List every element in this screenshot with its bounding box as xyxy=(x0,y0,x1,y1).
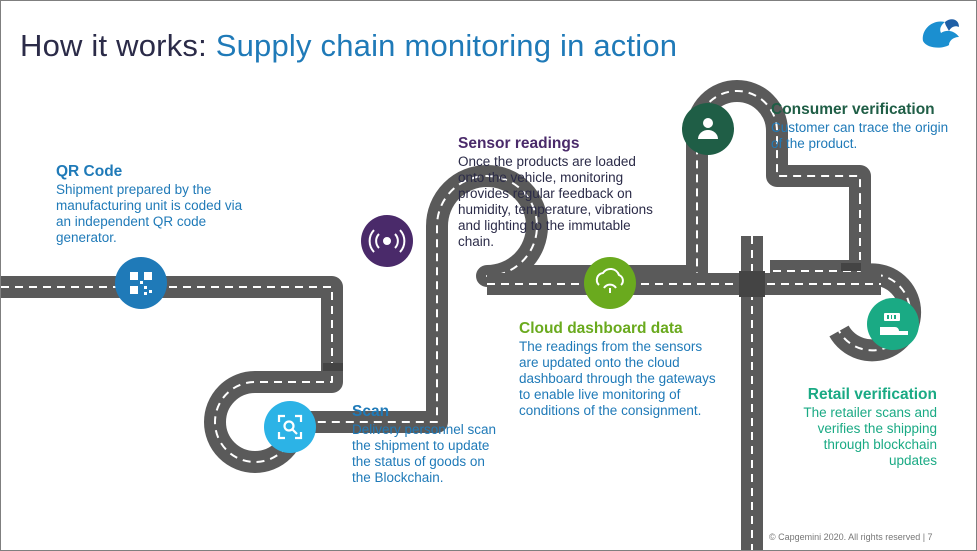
step-scan-title: Scan xyxy=(352,403,390,420)
step-sensor-readings: Sensor readings Once the products are lo… xyxy=(458,134,658,250)
title-prefix: How it works: xyxy=(20,28,216,63)
footer-copyright: © Capgemini 2020. All rights reserved | … xyxy=(769,532,933,542)
qr-code-icon xyxy=(130,272,152,295)
step-scan: Scan Delivery personnel scan the shipmen… xyxy=(352,402,502,486)
capgemini-logo-icon xyxy=(922,19,959,48)
qr-code-node xyxy=(115,257,167,309)
scan-icon xyxy=(277,414,303,440)
step-sensor-readings-title: Sensor readings xyxy=(458,135,580,152)
step-qr-code: QR Code Shipment prepared by the manufac… xyxy=(56,162,246,246)
step-cloud-dashboard-title: Cloud dashboard data xyxy=(519,320,683,337)
cloud-dashboard-icon xyxy=(595,268,624,293)
retail-node xyxy=(867,298,919,350)
step-retail-verification: Retail verification The retailer scans a… xyxy=(776,385,937,469)
retail-scan-icon xyxy=(880,313,908,335)
step-scan-body: Delivery personnel scan the shipment to … xyxy=(352,422,497,485)
step-cloud-dashboard: Cloud dashboard data The readings from t… xyxy=(519,319,724,419)
consumer-node xyxy=(682,103,734,155)
scan-node xyxy=(264,401,316,453)
sensor-signal-icon xyxy=(368,229,406,253)
user-icon xyxy=(698,118,718,139)
step-retail-verification-body: The retailer scans and verifies the ship… xyxy=(803,405,937,468)
step-retail-verification-title: Retail verification xyxy=(807,386,937,403)
step-consumer-verification: Consumer verification Customer can trace… xyxy=(771,100,951,152)
cloud-node xyxy=(584,257,636,309)
step-consumer-verification-body: Customer can trace the origin of the pro… xyxy=(771,120,949,151)
step-qr-code-body: Shipment prepared by the manufacturing u… xyxy=(56,182,243,245)
step-sensor-readings-body: Once the products are loaded onto the ve… xyxy=(458,154,653,249)
slide-title: How it works: Supply chain monitoring in… xyxy=(20,27,677,65)
title-highlight: Supply chain monitoring in action xyxy=(215,28,678,63)
step-qr-code-title: QR Code xyxy=(56,163,123,180)
step-consumer-verification-title: Consumer verification xyxy=(771,101,935,118)
sensor-node xyxy=(361,215,413,267)
step-cloud-dashboard-body: The readings from the sensors are update… xyxy=(519,339,716,418)
